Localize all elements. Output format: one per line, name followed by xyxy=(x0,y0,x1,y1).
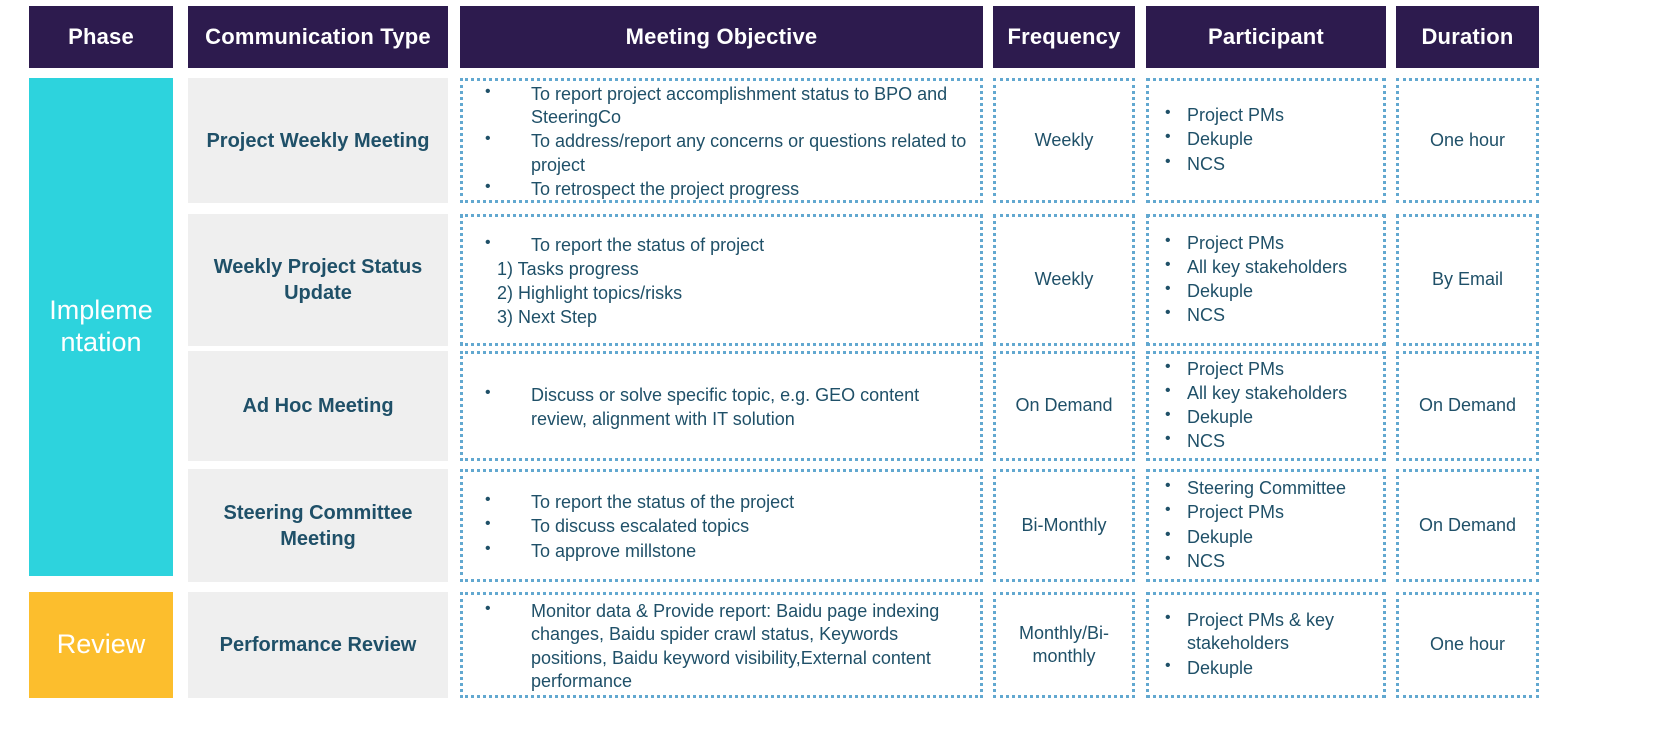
duration-label: On Demand xyxy=(1418,395,1517,416)
frequency-cell: Weekly xyxy=(993,78,1135,203)
communication-type-cell: Steering Committee Meeting xyxy=(188,469,448,582)
frequency-label: On Demand xyxy=(1015,395,1113,416)
frequency-label: Bi-Monthly xyxy=(1021,514,1107,535)
duration-label: One hour xyxy=(1429,129,1506,150)
objective-list-item: To discuss escalated topics xyxy=(473,514,970,538)
frequency-label: Weekly xyxy=(1034,129,1094,150)
communication-type-label: Performance Review xyxy=(219,634,417,656)
participant-list: Project PMsDekupleNCS xyxy=(1153,103,1375,176)
duration-cell: One hour xyxy=(1396,592,1539,698)
objective-list: To report the status of the projectTo di… xyxy=(473,490,970,563)
participant-list-item: Project PMs xyxy=(1153,500,1375,524)
objective-list: To report project accomplishment status … xyxy=(473,82,970,201)
objective-list-item: Monitor data & Provide report: Baidu pag… xyxy=(473,599,970,692)
objective-list-item: To retrospect the project progress xyxy=(473,177,970,201)
participant-list-item: NCS xyxy=(1153,303,1375,327)
duration-cell: By Email xyxy=(1396,214,1539,346)
communication-type-label: Project Weekly Meeting xyxy=(206,129,430,152)
participant-list-item: NCS xyxy=(1153,429,1375,453)
participant-list-item: Dekuple xyxy=(1153,656,1375,680)
participant-list-item: Dekuple xyxy=(1153,405,1375,429)
participant-cell: Steering CommitteeProject PMsDekupleNCS xyxy=(1146,469,1386,582)
meeting-objective-cell: To report the status of the projectTo di… xyxy=(460,469,983,582)
phase-cell-review: Review xyxy=(29,592,173,698)
participant-list: Project PMsAll key stakeholdersDekupleNC… xyxy=(1153,357,1375,454)
participant-cell: Project PMsAll key stakeholdersDekupleNC… xyxy=(1146,351,1386,461)
phase-label: Impleme ntation xyxy=(49,295,153,357)
objective-list-item: Discuss or solve specific topic, e.g. GE… xyxy=(473,383,970,430)
participant-list-item: Dekuple xyxy=(1153,279,1375,303)
participant-list-item: Project PMs xyxy=(1153,103,1375,127)
communication-type-label: Weekly Project Status Update xyxy=(213,256,423,304)
duration-cell: On Demand xyxy=(1396,351,1539,461)
objective-list-item: To approve millstone xyxy=(473,539,970,563)
meeting-objective-cell: Monitor data & Provide report: Baidu pag… xyxy=(460,592,983,698)
objective-list-item: 1) Tasks progress xyxy=(497,258,639,279)
participant-list-item: NCS xyxy=(1153,152,1375,176)
objective-list-item: To address/report any concerns or questi… xyxy=(473,129,970,176)
meeting-objective-cell: To report project accomplishment status … xyxy=(460,78,983,203)
participant-list: Project PMs & key stakeholdersDekuple xyxy=(1153,608,1375,680)
communication-type-cell: Ad Hoc Meeting xyxy=(188,351,448,461)
frequency-cell: Bi-Monthly xyxy=(993,469,1135,582)
column-header-duration: Duration xyxy=(1396,6,1539,68)
table-header-row: Phase Communication Type Meeting Objecti… xyxy=(0,6,1656,68)
frequency-label: Monthly/Bi-monthly xyxy=(1018,622,1110,666)
column-header-frequency: Frequency xyxy=(993,6,1135,68)
participant-list-item: All key stakeholders xyxy=(1153,381,1375,405)
duration-label: By Email xyxy=(1431,269,1503,290)
objective-list-item: To report the status of project xyxy=(473,233,970,257)
column-header-communication-type: Communication Type xyxy=(188,6,448,68)
objective-list: Discuss or solve specific topic, e.g. GE… xyxy=(473,383,970,431)
participant-cell: Project PMsDekupleNCS xyxy=(1146,78,1386,203)
frequency-cell: On Demand xyxy=(993,351,1135,461)
participant-list-item: Project PMs & key stakeholders xyxy=(1153,608,1375,655)
column-header-meeting-objective: Meeting Objective xyxy=(460,6,983,68)
objective-list-item: 2) Highlight topics/risks xyxy=(497,283,683,303)
participant-cell: Project PMsAll key stakeholdersDekupleNC… xyxy=(1146,214,1386,346)
duration-cell: One hour xyxy=(1396,78,1539,203)
objective-list-item: 3) Next Step xyxy=(497,307,598,328)
phase-cell-implementation: Impleme ntation xyxy=(29,78,173,576)
communication-type-cell: Weekly Project Status Update xyxy=(188,214,448,346)
duration-label: On Demand xyxy=(1418,514,1517,535)
communication-type-label: Ad Hoc Meeting xyxy=(242,395,394,417)
participant-list-item: Project PMs xyxy=(1153,357,1375,381)
phase-label: Review xyxy=(56,629,146,660)
objective-list-item: To report the status of the project xyxy=(473,490,970,514)
participant-list: Steering CommitteeProject PMsDekupleNCS xyxy=(1153,476,1375,573)
participant-list-item: Steering Committee xyxy=(1153,476,1375,500)
participant-list-item: Project PMs xyxy=(1153,231,1375,255)
duration-cell: On Demand xyxy=(1396,469,1539,582)
frequency-cell: Monthly/Bi-monthly xyxy=(993,592,1135,698)
frequency-label: Weekly xyxy=(1034,269,1094,290)
objective-list-item: To report project accomplishment status … xyxy=(473,82,970,129)
frequency-cell: Weekly xyxy=(993,214,1135,346)
duration-label: One hour xyxy=(1429,634,1506,655)
participant-list: Project PMsAll key stakeholdersDekupleNC… xyxy=(1153,231,1375,328)
communication-type-cell: Performance Review xyxy=(188,592,448,698)
communication-type-cell: Project Weekly Meeting xyxy=(188,78,448,203)
meeting-objective-cell: Discuss or solve specific topic, e.g. GE… xyxy=(460,351,983,461)
column-header-phase: Phase xyxy=(29,6,173,68)
objective-list: Monitor data & Provide report: Baidu pag… xyxy=(473,599,970,693)
column-header-participant: Participant xyxy=(1146,6,1386,68)
participant-list-item: Dekuple xyxy=(1153,524,1375,549)
participant-list-item: NCS xyxy=(1153,549,1375,573)
participant-list-item: Dekuple xyxy=(1153,127,1375,151)
participant-cell: Project PMs & key stakeholdersDekuple xyxy=(1146,592,1386,698)
participant-list-item: All key stakeholders xyxy=(1153,255,1375,279)
communication-type-label: Steering Committee Meeting xyxy=(223,501,413,550)
